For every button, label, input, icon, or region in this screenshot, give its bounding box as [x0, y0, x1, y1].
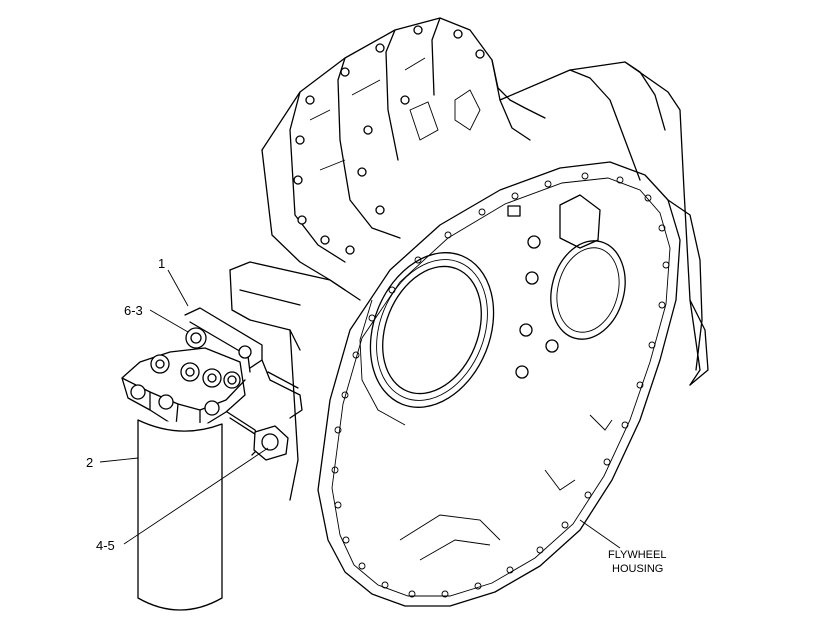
callout-labels: 1 6-3 2 4-5 FLYWHEEL HOUSING — [86, 256, 666, 575]
fitting-bolt — [253, 425, 289, 461]
callout-6-3: 6-3 — [124, 303, 143, 318]
engine-block — [229, 17, 701, 501]
callout-housing: HOUSING — [612, 563, 663, 575]
callout-1: 1 — [158, 256, 165, 271]
oil-filter — [137, 419, 223, 611]
callout-flywheel: FLYWHEEL — [608, 549, 666, 561]
bracket-assembly — [184, 307, 303, 456]
leader-lines — [99, 269, 621, 549]
callout-2: 2 — [86, 455, 93, 470]
callout-4-5: 4-5 — [96, 538, 115, 553]
filter-head — [121, 347, 246, 429]
flywheel-housing — [317, 161, 709, 607]
